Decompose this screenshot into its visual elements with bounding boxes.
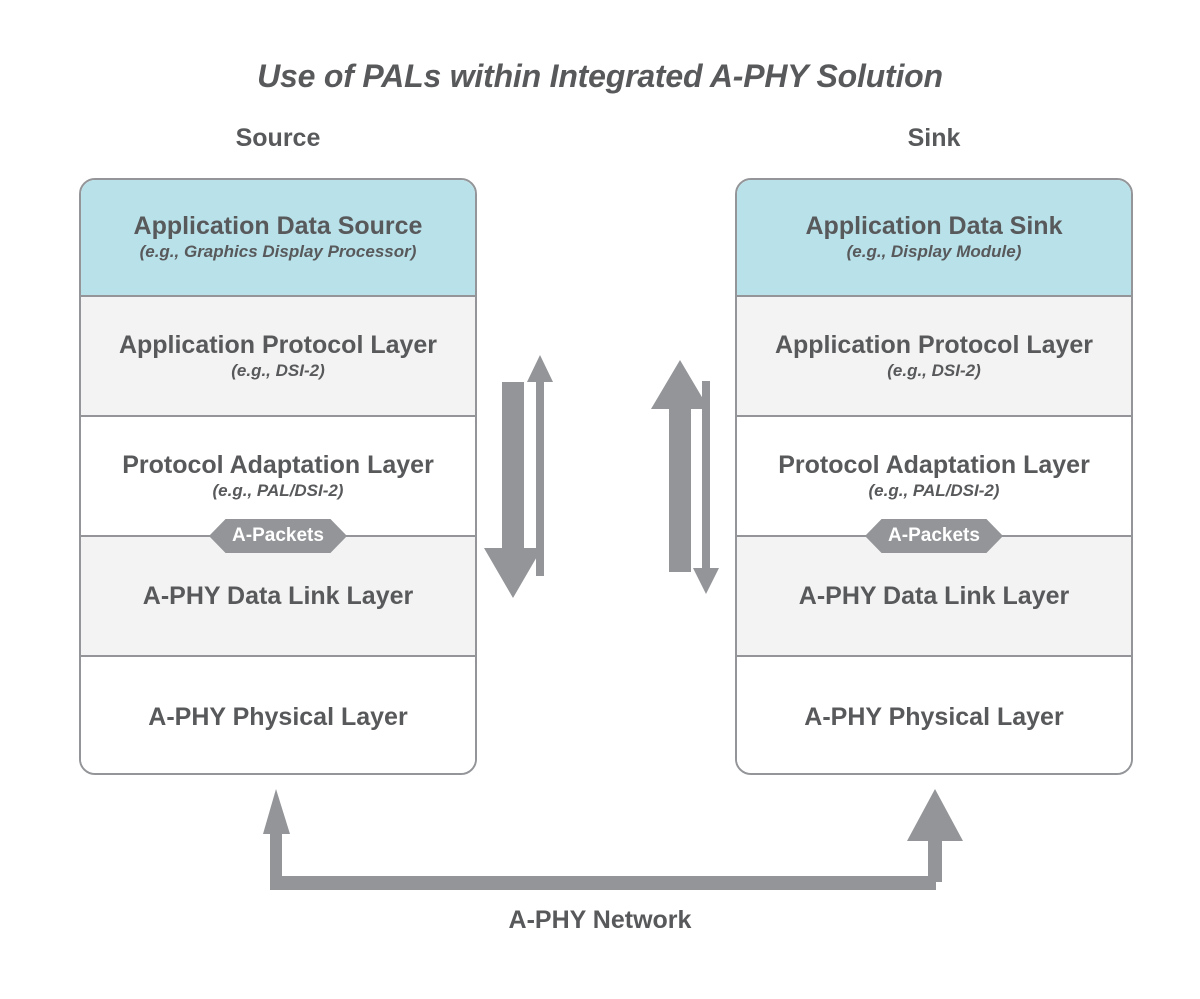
layer-title: Application Protocol Layer (118, 330, 438, 359)
layer-application-protocol-source[interactable]: Application Protocol Layer (e.g., DSI-2) (81, 297, 475, 417)
layer-application-data-sink[interactable]: Application Data Sink (e.g., Display Mod… (737, 180, 1131, 297)
layer-data-link-source[interactable]: A-PHY Data Link Layer (81, 537, 475, 657)
layer-application-protocol-sink[interactable]: Application Protocol Layer (e.g., DSI-2) (737, 297, 1131, 417)
upward-thin-arrow-source-icon (527, 355, 553, 576)
network-label: A-PHY Network (508, 906, 692, 934)
a-packets-badge-source: A-Packets (209, 519, 347, 553)
page-title: Use of PALs within Integrated A-PHY Solu… (257, 58, 943, 94)
downward-thin-arrow-sink-icon (693, 381, 719, 594)
layer-title: A-PHY Data Link Layer (142, 582, 414, 610)
layer-subtitle: (e.g., Graphics Display Processor) (139, 242, 417, 262)
layer-subtitle: (e.g., DSI-2) (231, 360, 325, 380)
layer-subtitle: (e.g., PAL/DSI-2) (212, 480, 344, 500)
network-u-connector-icon (263, 789, 963, 890)
layer-physical-sink[interactable]: A-PHY Physical Layer (737, 657, 1131, 773)
layer-subtitle: (e.g., Display Module) (846, 242, 1022, 262)
column-heading-sink: Sink (907, 124, 961, 152)
layer-physical-source[interactable]: A-PHY Physical Layer (81, 657, 475, 773)
a-packets-badge-sink: A-Packets (865, 519, 1003, 553)
layer-title: Application Data Sink (805, 212, 1063, 241)
downward-thick-arrow-source-icon (484, 382, 542, 598)
protocol-stack-source: Application Data Source (e.g., Graphics … (79, 178, 477, 775)
column-heading-source: Source (235, 124, 321, 152)
layer-title: Application Protocol Layer (774, 330, 1094, 359)
layer-data-link-sink[interactable]: A-PHY Data Link Layer (737, 537, 1131, 657)
protocol-stack-sink: Application Data Sink (e.g., Display Mod… (735, 178, 1133, 775)
upward-thick-arrow-sink-icon (651, 360, 709, 572)
layer-application-data-source[interactable]: Application Data Source (e.g., Graphics … (81, 180, 475, 297)
layer-protocol-adaptation-source[interactable]: Protocol Adaptation Layer (e.g., PAL/DSI… (81, 417, 475, 537)
layer-title: Application Data Source (133, 212, 423, 241)
layer-title: A-PHY Physical Layer (804, 702, 1064, 731)
layer-title: Protocol Adaptation Layer (122, 450, 434, 479)
layer-subtitle: (e.g., DSI-2) (887, 360, 981, 380)
layer-title: A-PHY Physical Layer (148, 702, 408, 731)
layer-subtitle: (e.g., PAL/DSI-2) (868, 480, 1000, 500)
layer-title: A-PHY Data Link Layer (798, 582, 1070, 610)
layer-title: Protocol Adaptation Layer (778, 450, 1090, 479)
